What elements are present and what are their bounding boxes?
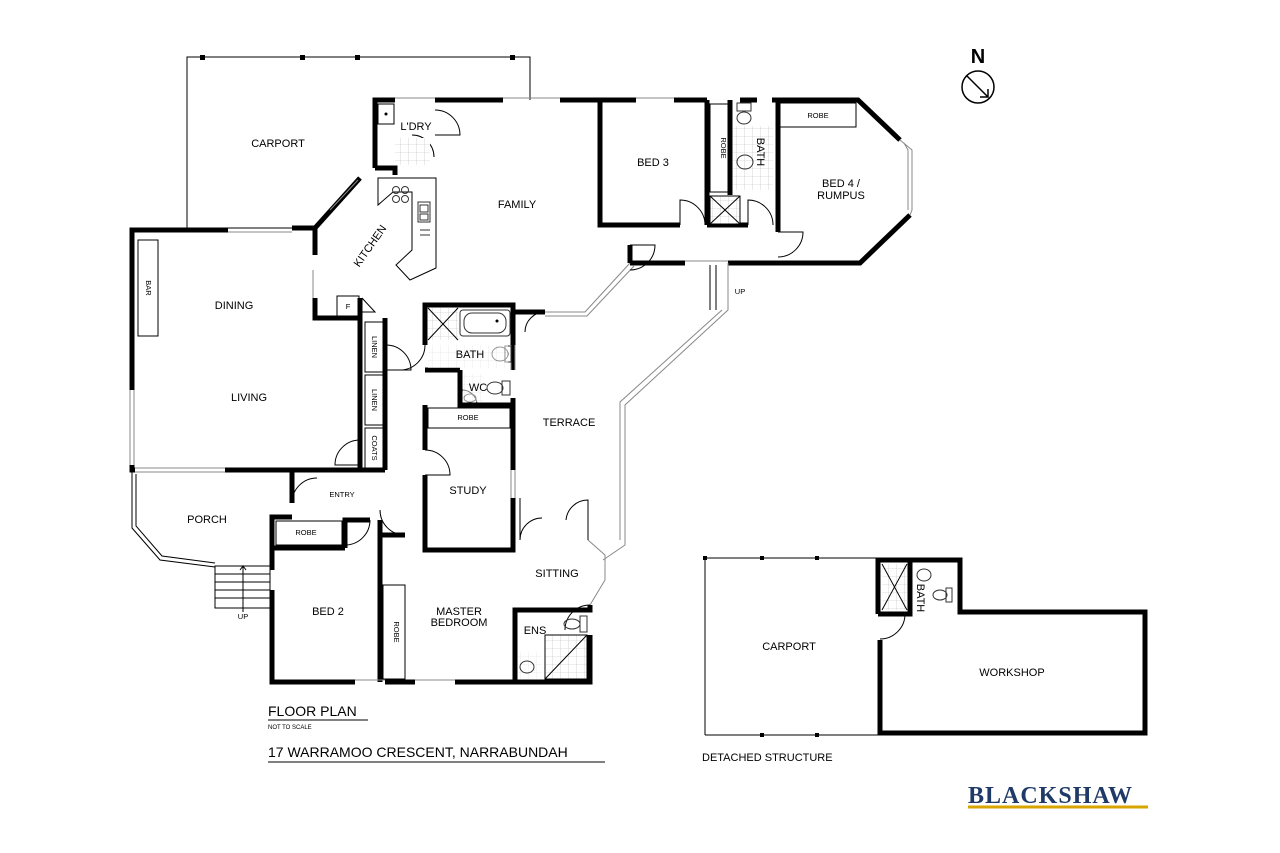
label-family: FAMILY [498,199,537,211]
label-porch: PORCH [187,514,227,526]
label-kitchen: KITCHEN [352,223,390,269]
label-fridge: F [346,302,351,311]
label-robe-bed4: ROBE [807,111,828,120]
detached-caption: DETACHED STRUCTURE [702,752,833,764]
linen-cupboard-2 [364,374,384,426]
label-entry: ENTRY [329,490,354,499]
label-sitting: SITTING [535,568,578,580]
doors [291,109,804,631]
bath-mid-fixtures [427,307,512,368]
kitchen-fixtures [377,177,437,281]
label-master-line2: BEDROOM [431,617,488,629]
label-laundry: L'DRY [400,121,432,133]
wc-fixtures [463,374,511,403]
address: 17 WARRAMOO CRESCENT, NARRABUNDAH [268,744,568,760]
label-master-line1: MASTER [436,606,482,618]
laundry-fixtures [377,103,430,165]
label-ens: ENS [524,625,547,637]
bed2-robe [275,520,343,546]
scale-note: NOT TO SCALE [268,725,312,731]
label-bar: BAR [144,280,153,296]
label-bed3: BED 3 [637,157,669,169]
label-dining: DINING [215,300,254,312]
label-up-terrace: UP [735,287,745,296]
label-bed2: BED 2 [312,606,344,618]
windows [129,97,913,681]
label-bath-upper: BATH [754,138,766,167]
label-coats: COATS [370,435,379,460]
bed4-robe [779,102,857,128]
label-bath-detached: BATH [914,584,926,613]
bath-upper-fixtures [709,102,773,225]
label-linen-2: LINEN [370,389,379,411]
label-robe-bed3: ROBE [719,137,728,158]
label-carport-main: CARPORT [251,138,305,150]
label-robe-bed2: ROBE [295,528,316,537]
compass-label: N [971,46,985,68]
label-wc: WC [469,382,487,394]
label-carport-detached: CARPORT [762,641,816,653]
label-terrace: TERRACE [543,417,596,429]
porch-outline [131,470,271,612]
label-study: STUDY [449,485,487,497]
floor-plan-title: FLOOR PLAN [268,703,357,719]
brand-logo: BLACKSHAW [968,783,1133,809]
label-linen-1: LINEN [370,336,379,358]
label-bed4-line2: RUMPUS [817,190,865,202]
ensuite-fixtures [518,615,588,680]
label-robe-study: ROBE [457,413,478,422]
detached-structure [703,556,1148,737]
pantry-corner [361,297,377,313]
label-living: LIVING [231,392,267,404]
bar-counter [137,239,159,337]
label-bed4-line1: BED 4 / [822,178,861,190]
linen-cupboard-1 [364,321,384,373]
carport-main [186,55,531,229]
fridge [336,295,360,317]
main-house-walls [129,97,912,685]
bed3-robe [709,103,729,193]
coats-cupboard [364,427,384,469]
label-up-porch: UP [238,612,248,621]
master-robe [382,584,406,680]
label-workshop: WORKSHOP [979,667,1044,679]
north-compass [961,70,995,104]
label-robe-master: ROBE [392,621,401,642]
label-bath-mid: BATH [456,349,485,361]
terrace-outline [545,262,729,606]
study-robe [427,407,511,429]
